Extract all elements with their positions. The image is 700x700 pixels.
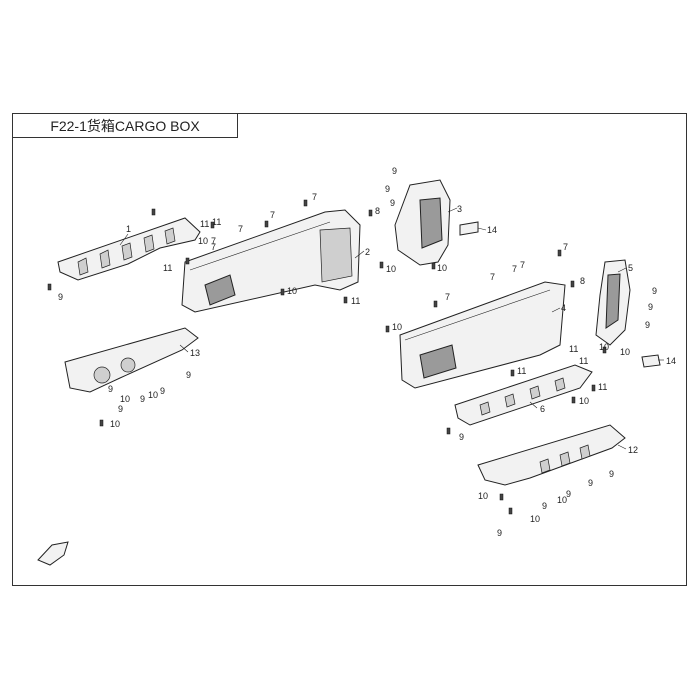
label-part-9: 9	[652, 286, 657, 296]
label-part-3: 3	[457, 204, 462, 214]
diagram-title-box: F22-1货箱CARGO BOX	[12, 113, 238, 138]
part-12-right-lower-floor-panel	[477, 424, 626, 486]
label-part-7: 7	[211, 236, 216, 246]
label-part-10: 10	[148, 390, 158, 400]
label-part-7: 7	[211, 242, 216, 252]
label-part-9: 9	[645, 320, 650, 330]
label-part-10: 10	[198, 236, 208, 246]
part-2-left-side-wall	[181, 209, 361, 313]
label-part-8: 8	[580, 276, 585, 286]
label-part-10: 10	[557, 495, 567, 505]
front-direction-arrow-icon	[37, 541, 69, 566]
label-part-9: 9	[609, 469, 614, 479]
label-part-14: 14	[487, 225, 497, 235]
label-part-9: 9	[392, 166, 397, 176]
label-part-7: 7	[445, 292, 450, 302]
label-part-9: 9	[497, 528, 502, 538]
label-part-11: 11	[579, 356, 588, 366]
label-part-10: 10	[530, 514, 540, 524]
part-5-right-corner-post	[595, 259, 631, 346]
label-part-9: 9	[648, 302, 653, 312]
label-part-10: 10	[579, 396, 589, 406]
label-part-9: 9	[186, 370, 191, 380]
label-part-7: 7	[312, 192, 317, 202]
label-part-10: 10	[110, 419, 120, 429]
label-part-7: 7	[512, 264, 517, 274]
label-part-9: 9	[390, 198, 395, 208]
label-part-10: 10	[287, 286, 297, 296]
label-part-9: 9	[58, 292, 63, 302]
label-part-5: 5	[628, 263, 633, 273]
part-14-decals	[459, 221, 661, 368]
label-part-8: 8	[375, 206, 380, 216]
callout-labels: 1 2 3 4 5 6 7 7 7 7 7 7 7 7 7 7 8 8 9 9 …	[58, 166, 676, 538]
part-1-rear-floor-panel	[57, 217, 201, 281]
label-part-11: 11	[517, 366, 526, 376]
label-part-10: 10	[386, 264, 396, 274]
diagram-frame	[12, 113, 687, 586]
label-part-9: 9	[385, 184, 390, 194]
part-6-right-skirt-panel	[454, 364, 593, 426]
label-part-10: 10	[478, 491, 488, 501]
fasteners	[47, 199, 607, 515]
label-part-11: 11	[212, 217, 221, 227]
label-part-7: 7	[563, 242, 568, 252]
part-13-left-lower-floor-panel	[64, 327, 199, 393]
label-part-1: 1	[126, 224, 131, 234]
label-part-10: 10	[620, 347, 630, 357]
label-part-9: 9	[588, 478, 593, 488]
label-part-7: 7	[520, 260, 525, 270]
label-part-9: 9	[160, 386, 165, 396]
label-part-9: 9	[140, 394, 145, 404]
leader-lines	[119, 207, 664, 450]
label-part-7: 7	[238, 224, 243, 234]
label-part-10: 10	[599, 342, 609, 352]
label-part-11: 11	[569, 344, 578, 354]
label-part-11: 11	[200, 219, 209, 229]
label-part-9: 9	[542, 501, 547, 511]
label-part-11: 11	[163, 263, 172, 273]
label-part-11: 11	[598, 382, 607, 392]
label-part-10: 10	[392, 322, 402, 332]
diagram-title: F22-1货箱CARGO BOX	[50, 117, 200, 134]
label-part-7: 7	[490, 272, 495, 282]
label-part-4: 4	[561, 303, 566, 313]
label-part-9: 9	[108, 384, 113, 394]
label-part-9: 9	[118, 404, 123, 414]
part-3-left-corner-post	[394, 179, 451, 266]
label-part-9: 9	[459, 432, 464, 442]
label-part-9: 9	[566, 489, 571, 499]
label-part-11: 11	[351, 296, 360, 306]
label-part-14: 14	[666, 356, 676, 366]
label-part-10: 10	[437, 263, 447, 273]
label-part-12: 12	[628, 445, 638, 455]
label-part-2: 2	[365, 247, 370, 257]
part-4-right-side-wall	[399, 281, 566, 389]
label-part-6: 6	[540, 404, 545, 414]
label-part-10: 10	[120, 394, 130, 404]
label-part-13: 13	[190, 348, 200, 358]
label-part-7: 7	[270, 210, 275, 220]
